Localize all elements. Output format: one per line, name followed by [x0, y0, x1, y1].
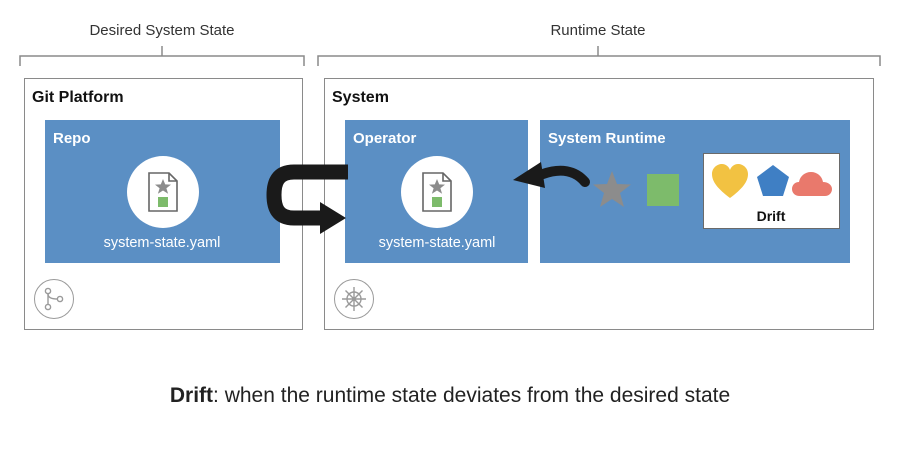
drift-detect-arrow-icon — [513, 162, 590, 188]
git-platform-title: Git Platform — [32, 89, 124, 106]
drift-box: Drift — [703, 153, 840, 229]
operator-title: Operator — [353, 130, 417, 147]
operator-file-name: system-state.yaml — [378, 235, 496, 251]
operator-box: Operator system-state.yaml — [345, 120, 528, 263]
star-icon — [593, 171, 631, 207]
runtime-state-label: Runtime State — [550, 22, 646, 39]
sync-arrow-icon — [266, 164, 348, 234]
drift-shapes — [712, 164, 832, 198]
repo-file-circle — [127, 156, 199, 228]
caption: Drift: when the runtime state deviates f… — [0, 384, 900, 408]
square-icon — [647, 174, 679, 206]
top-brackets — [19, 46, 881, 66]
system-runtime-title: System Runtime — [548, 130, 666, 147]
caption-term: Drift — [169, 384, 214, 407]
drift-label: Drift — [756, 208, 786, 224]
git-branch-icon — [34, 279, 74, 319]
helm-wheel-icon — [334, 279, 374, 319]
heart-icon — [712, 164, 748, 198]
operator-file-circle — [401, 156, 473, 228]
desired-state-label: Desired System State — [89, 22, 235, 39]
repo-file-name: system-state.yaml — [103, 235, 221, 251]
system-title: System — [332, 89, 389, 106]
repo-box: Repo system-state.yaml — [45, 120, 280, 263]
repo-title: Repo — [53, 130, 91, 147]
caption-definition: : when the runtime state deviates from t… — [213, 384, 731, 407]
yaml-file-icon — [148, 172, 178, 212]
cloud-icon — [792, 172, 832, 196]
pentagon-icon — [757, 165, 789, 196]
yaml-file-icon — [422, 172, 452, 212]
